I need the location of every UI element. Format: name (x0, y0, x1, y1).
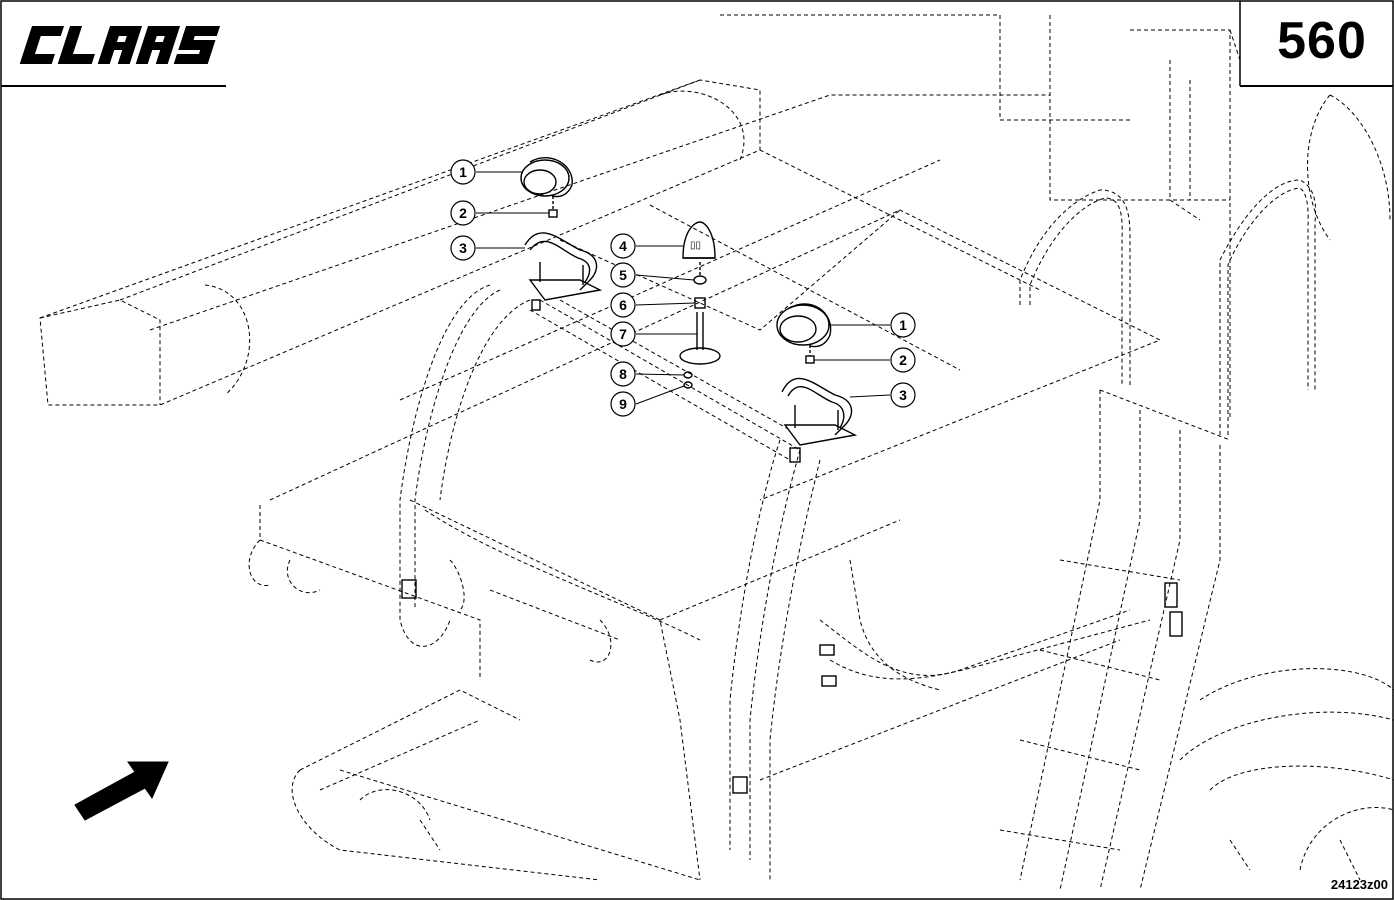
svg-text:2: 2 (459, 205, 467, 221)
svg-text:2: 2 (899, 352, 907, 368)
callout-3-right: 3 (890, 382, 916, 408)
connector-icon (789, 447, 801, 463)
page-number: 560 (1277, 12, 1367, 70)
connector-icon (1169, 611, 1183, 637)
svg-text:7: 7 (619, 326, 627, 342)
beacon-mast-icon (679, 312, 721, 365)
light-bracket-icon (524, 232, 603, 301)
callout-1-left: 1 (450, 159, 476, 185)
connector-icon (401, 579, 417, 599)
callout-4: 4 (610, 233, 636, 259)
callout-6: 6 (610, 292, 636, 318)
callout-3-left: 3 (450, 235, 476, 261)
svg-text:6: 6 (619, 297, 627, 313)
direction-arrow-icon (74, 761, 169, 821)
callout-bubbles: 1 2 3 4 5 6 7 8 9 1 2 3 (450, 159, 916, 417)
svg-text:9: 9 (619, 396, 627, 412)
svg-text:5: 5 (619, 267, 627, 283)
callout-2-left: 2 (450, 200, 476, 226)
callout-8: 8 (610, 361, 636, 387)
work-light-icon (520, 157, 573, 198)
connector-icon (1164, 582, 1178, 608)
nut-icon-small (683, 381, 693, 389)
connector-icon (732, 776, 748, 794)
callout-1-right: 1 (890, 312, 916, 338)
nut-icon-right (805, 355, 815, 364)
machine-outline (39, 14, 1394, 891)
connector-icon (821, 675, 837, 687)
svg-text:4: 4 (619, 238, 627, 254)
parts-group: ▯▯ (401, 157, 1183, 794)
svg-text:1: 1 (459, 164, 467, 180)
bushing-icon (694, 297, 706, 309)
rotating-beacon-icon: ▯▯ (682, 221, 716, 259)
callout-9: 9 (610, 391, 636, 417)
work-light-icon-right (776, 303, 832, 348)
claas-logo-icon (19, 26, 221, 64)
svg-text:3: 3 (459, 240, 467, 256)
brand-logo (14, 20, 234, 70)
svg-text:3: 3 (899, 387, 907, 403)
callout-7: 7 (610, 321, 636, 347)
callout-2-right: 2 (890, 347, 916, 373)
leader-lines (476, 171, 891, 405)
svg-text:1: 1 (899, 317, 907, 333)
svg-text:▯▯: ▯▯ (690, 240, 701, 251)
callout-5: 5 (610, 262, 636, 288)
connector-icon (531, 299, 541, 311)
svg-text:8: 8 (619, 366, 627, 382)
connector-icon (819, 644, 835, 656)
nut-icon (548, 209, 558, 218)
drawing-id: 24123z00 (1330, 877, 1388, 892)
light-bracket-icon-right (781, 377, 858, 446)
gasket-icon (693, 275, 707, 285)
